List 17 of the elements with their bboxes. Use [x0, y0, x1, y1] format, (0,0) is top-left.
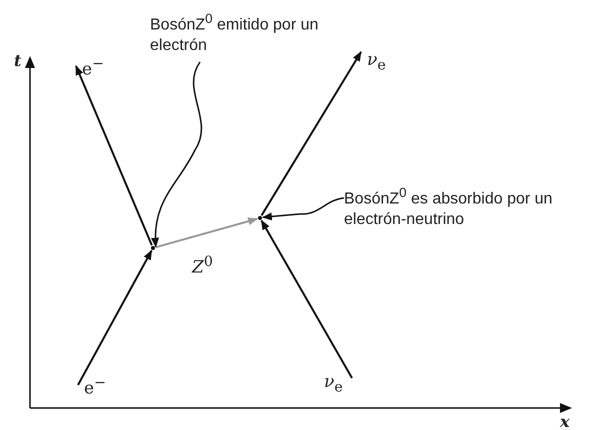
- vertex-dot: [258, 216, 262, 220]
- particle-line: [156, 217, 258, 248]
- vertex-dot: [151, 246, 155, 250]
- axis-label: x: [560, 411, 570, 430]
- particle-line: [260, 220, 353, 378]
- particle-line: [77, 250, 152, 386]
- particle-line: [75, 65, 153, 246]
- callout-text: BosónZ$^{0}$ emitido por un electrón: [150, 8, 330, 56]
- callout-text: BosónZ$^{0}$ es absorbido por un electrón-neutrino: [344, 182, 606, 230]
- particle-label: e$^{−}$: [76, 54, 100, 81]
- particle-line: [260, 51, 362, 216]
- axis-label: t: [14, 50, 22, 71]
- particle-label: ν$_{e}$: [361, 50, 391, 76]
- particle-label: e$^{−}$: [78, 373, 106, 400]
- leader-arrow: [262, 197, 344, 220]
- particle-label: ν$_{e}$: [324, 372, 352, 398]
- leader-arrow: [151, 62, 202, 248]
